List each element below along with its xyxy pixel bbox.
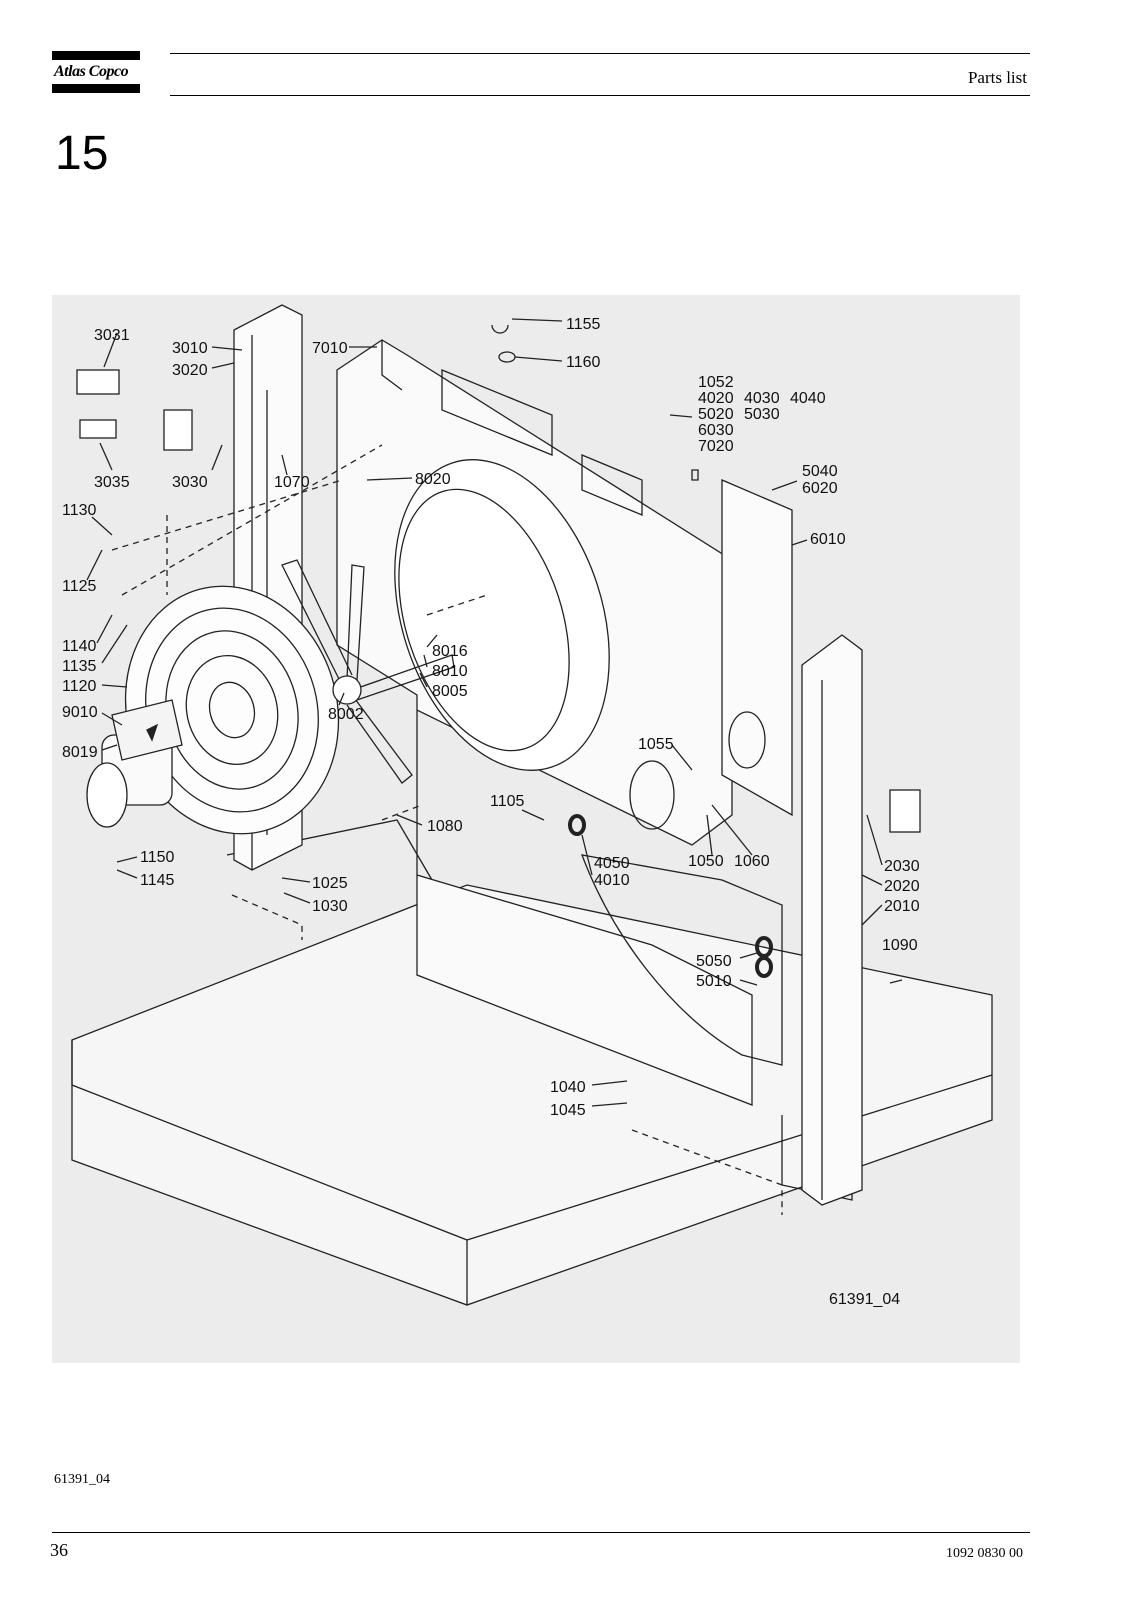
drawing-linework <box>71 304 993 1306</box>
drawing-id-label: 61391_04 <box>829 1291 900 1308</box>
callout-1160: 1160 <box>566 354 601 371</box>
callout-1150: 1150 <box>140 849 175 866</box>
callout-8019: 8019 <box>62 744 98 761</box>
callout-6010: 6010 <box>810 531 846 548</box>
atlas-copco-logo: Atlas Copco <box>52 51 140 93</box>
callout-8010: 8010 <box>432 663 468 680</box>
logo-wordmark: Atlas Copco <box>54 63 129 80</box>
callout-2030: 2030 <box>884 858 920 875</box>
callout-4040: 4040 <box>790 390 826 407</box>
callout-4020: 4020 <box>698 390 734 407</box>
footer-rule <box>52 1532 1030 1533</box>
callout-1040: 1040 <box>550 1079 586 1096</box>
callout-8005: 8005 <box>432 683 468 700</box>
page-number: 36 <box>50 1540 68 1560</box>
callout-2020: 2020 <box>884 878 920 895</box>
callout-1030: 1030 <box>312 898 348 915</box>
callout-5020: 5020 <box>698 406 734 423</box>
callout-3020: 3020 <box>172 362 208 379</box>
drawing-canvas: 3031 3010 3020 7010 1155 1160 1052 4020 … <box>62 304 993 1308</box>
header-rule-top <box>170 53 1030 54</box>
callout-7020: 7020 <box>698 438 734 455</box>
callout-3030: 3030 <box>172 474 208 491</box>
callout-1060: 1060 <box>734 853 770 870</box>
callout-1130: 1130 <box>62 502 97 519</box>
callout-1145: 1145 <box>140 872 175 889</box>
callout-1135: 1135 <box>62 658 97 675</box>
document-number: 1092 0830 00 <box>946 1546 1023 1561</box>
callout-5050: 5050 <box>696 953 732 970</box>
callout-3010: 3010 <box>172 340 208 357</box>
callout-3035: 3035 <box>94 474 130 491</box>
callout-6030: 6030 <box>698 422 734 439</box>
callout-4030: 4030 <box>744 390 780 407</box>
exploded-parts-drawing: 3031 3010 3020 7010 1155 1160 1052 4020 … <box>52 295 1020 1363</box>
callout-8002: 8002 <box>328 706 364 723</box>
figure-caption: 61391_04 <box>54 1472 110 1487</box>
callout-5030: 5030 <box>744 406 780 423</box>
callout-1055: 1055 <box>638 736 674 753</box>
callout-1105: 1105 <box>490 793 525 810</box>
callout-8020: 8020 <box>415 471 451 488</box>
callout-9010: 9010 <box>62 704 98 721</box>
header-rule-bottom <box>170 95 1030 96</box>
callout-1025: 1025 <box>312 875 348 892</box>
callout-1045: 1045 <box>550 1102 586 1119</box>
callout-5040: 5040 <box>802 463 838 480</box>
callout-1125: 1125 <box>62 578 97 595</box>
callout-1070: 1070 <box>274 474 310 491</box>
callout-8016: 8016 <box>432 643 468 660</box>
header-title: Parts list <box>967 68 1027 87</box>
callout-4050: 4050 <box>594 855 630 872</box>
callout-4010: 4010 <box>594 872 630 889</box>
callout-1050: 1050 <box>688 853 724 870</box>
callout-1120: 1120 <box>62 678 97 695</box>
callout-1155: 1155 <box>566 316 601 333</box>
callout-1140: 1140 <box>62 638 97 655</box>
callout-2010: 2010 <box>884 898 920 915</box>
callout-1090: 1090 <box>882 937 918 954</box>
callout-labels: 3031 3010 3020 7010 1155 1160 1052 4020 … <box>62 316 920 1308</box>
callout-3031: 3031 <box>94 327 130 344</box>
callout-1080: 1080 <box>427 818 463 835</box>
section-number: 15 <box>55 127 109 180</box>
callout-6020: 6020 <box>802 480 838 497</box>
callout-7010: 7010 <box>312 340 348 357</box>
callout-5010: 5010 <box>696 973 732 990</box>
callout-1052: 1052 <box>698 374 734 391</box>
